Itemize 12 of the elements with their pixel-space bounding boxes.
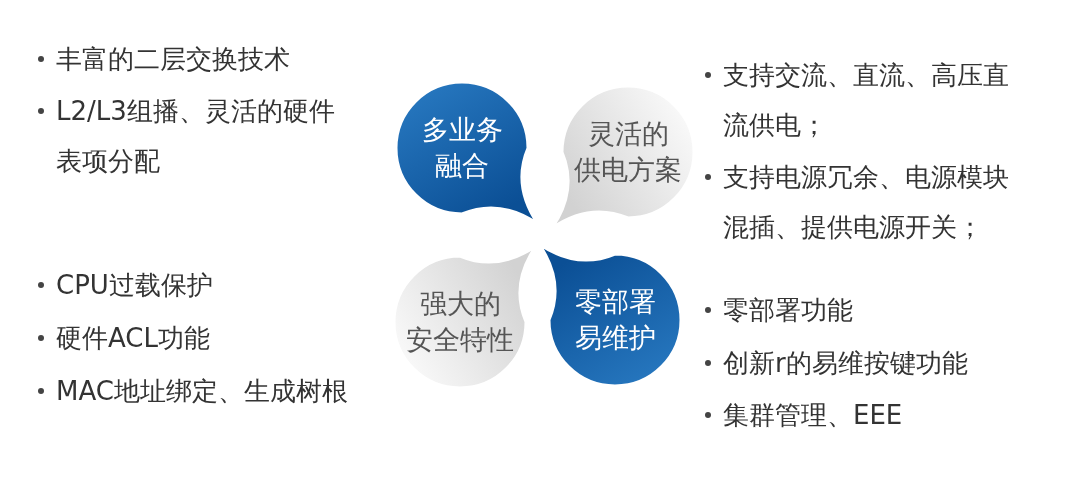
bubble-label: 灵活的供电方案 — [574, 117, 682, 187]
bullet-item: 支持电源冗余、电源模块混插、提供电源开关； — [705, 152, 1015, 252]
bubble-label: 零部署易维护 — [574, 285, 656, 355]
bubble-label: 多业务融合 — [421, 113, 503, 183]
bullet-item: 支持交流、直流、高压直流供电； — [705, 50, 1015, 150]
bullet-item: MAC地址绑定、生成树根 — [38, 366, 416, 416]
bullet-item: L2/L3组播、灵活的硬件表项分配 — [38, 86, 338, 186]
bullet-item: 创新r的易维按键功能 — [705, 338, 1083, 388]
bullet-item: 集群管理、EEE — [705, 390, 1083, 440]
bullet-item: CPU过载保护 — [38, 260, 416, 310]
bullet-item: 零部署功能 — [705, 285, 1083, 335]
bullet-item: 丰富的二层交换技术 — [38, 34, 338, 84]
